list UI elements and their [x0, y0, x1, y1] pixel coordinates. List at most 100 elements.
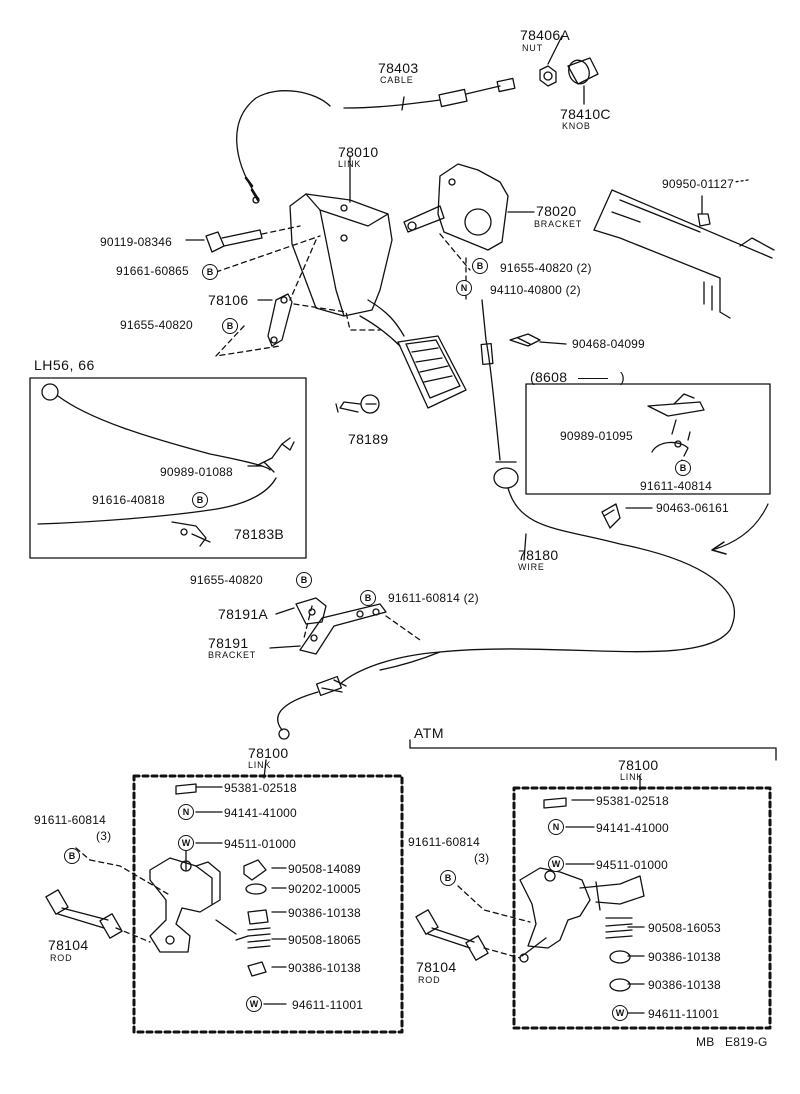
bracket-78191-drawing — [269, 597, 421, 655]
part-78020-label: 78020 — [536, 203, 577, 219]
part-90508-18065-left: 90508-18065 — [288, 933, 361, 947]
lh56-66-heading: LH56, 66 — [34, 357, 95, 373]
part-91611-60814-left: 91611-60814 — [34, 813, 107, 827]
bolt-b-symbol: B — [472, 258, 488, 274]
qty-right: (3) — [474, 851, 490, 865]
link-caption-right: LINK — [620, 772, 644, 782]
part-90386-right-1: 90386-10138 — [648, 950, 721, 964]
rod-caption-left: ROD — [50, 953, 73, 963]
part-90119-label: 90119-08346 — [100, 235, 173, 249]
part-78100-right-label: 78100 — [618, 757, 659, 773]
part-90202-left: 90202-10005 — [288, 882, 361, 896]
right-leaders — [565, 775, 645, 1014]
bolt-b-symbol: B — [64, 848, 80, 864]
part-78189-label: 78189 — [348, 431, 389, 447]
washer-w-symbol: W — [612, 1005, 628, 1021]
part-78106-label: 78106 — [208, 292, 249, 308]
washer-w-symbol: W — [548, 856, 564, 872]
washer-w-symbol: W — [178, 835, 194, 851]
knob-caption: KNOB — [562, 121, 591, 131]
part-78180-label: 78180 — [518, 547, 559, 563]
part-90386-left-1: 90386-10138 — [288, 906, 361, 920]
wire-78180-drawing — [277, 299, 736, 740]
clip-90463-drawing — [601, 503, 769, 555]
nut-knob-drawing — [539, 35, 599, 105]
heading-8608-rule — [578, 378, 608, 379]
atm-heading: ATM — [414, 725, 445, 741]
bolt-b-symbol: B — [202, 264, 218, 280]
part-91655-40820-label: 91655-40820 — [190, 573, 263, 587]
part-94611-right: 94611-11001 — [648, 1007, 720, 1021]
bolt-b-symbol: B — [222, 318, 238, 334]
nut-caption: NUT — [522, 43, 543, 53]
part-91611-60814-right: 91611-60814 — [408, 835, 481, 849]
part-8608-heading: (8608 — [530, 369, 568, 385]
part-90989-01095-label: 90989-01095 — [560, 429, 633, 443]
part-91661-label: 91661-60865 — [116, 264, 189, 278]
right-dashed-box — [512, 786, 772, 1030]
link-caption-top: LINK — [338, 159, 362, 169]
part-78183B-label: 78183B — [234, 526, 285, 542]
bracket-caption: BRACKET — [208, 650, 257, 660]
part-8608-heading-end: ) — [620, 369, 625, 385]
nut-n-symbol: N — [178, 804, 194, 820]
part-78100-left-label: 78100 — [248, 745, 289, 761]
pedal-drawing — [397, 335, 467, 409]
atm-frame-drawing — [409, 739, 777, 761]
cable-78403-drawing — [236, 77, 516, 204]
link-78010-drawing — [289, 155, 405, 347]
nut-n-symbol: N — [548, 819, 564, 835]
part-95381-right: 95381-02518 — [596, 794, 669, 808]
part-91611-40814-label: 91611-40814 — [640, 479, 713, 493]
part-78410C-label: 78410C — [560, 106, 611, 122]
link-caption-left: LINK — [248, 760, 272, 770]
bolt-b-symbol: B — [192, 492, 208, 508]
bracket-78020-drawing — [403, 163, 535, 251]
arm-78106-drawing — [257, 293, 293, 347]
part-90468-label: 90468-04099 — [572, 337, 645, 351]
part-94511-right: 94511-01000 — [596, 858, 669, 872]
cable-caption: CABLE — [380, 75, 414, 85]
part-94110-label: 94110-40800 (2) — [490, 283, 581, 297]
washer-w-symbol: W — [246, 996, 262, 1012]
part-78403-label: 78403 — [378, 60, 419, 76]
rod-caption-right: ROD — [418, 975, 441, 985]
part-90989-01088-label: 90989-01088 — [160, 465, 233, 479]
part-94511-left: 94511-01000 — [224, 837, 297, 851]
part-91616-label: 91616-40818 — [92, 493, 165, 507]
rod-right-drawing — [415, 885, 531, 961]
left-leaders — [185, 759, 287, 1005]
box-lh56-drawing — [29, 377, 307, 559]
bolt-b-symbol: B — [675, 460, 691, 476]
part-90508-14089-left: 90508-14089 — [288, 862, 361, 876]
part-95381-left: 95381-02518 — [224, 781, 297, 795]
part-78406A-label: 78406A — [520, 27, 571, 43]
left-dashed-box — [132, 774, 404, 1034]
part-78191A-label: 78191A — [218, 606, 269, 622]
part-78104-right-label: 78104 — [416, 959, 457, 975]
part-91611-60814-2-label: 91611-60814 (2) — [388, 591, 479, 605]
bracket-caption-top: BRACKET — [534, 219, 583, 229]
rod-left-drawing — [45, 847, 169, 943]
part-90386-left-2: 90386-10138 — [288, 961, 361, 975]
clip-90468-drawing — [509, 333, 567, 347]
dashed-guides-top — [215, 233, 471, 357]
bolt-78189-drawing — [335, 394, 380, 414]
nut-n-symbol: N — [456, 280, 472, 296]
part-90508-16053-right: 90508-16053 — [648, 921, 721, 935]
qty-left: (3) — [96, 829, 112, 843]
body-panel-drawing — [593, 179, 775, 319]
part-90463-label: 90463-06161 — [656, 501, 729, 515]
left-assembly-drawing — [149, 783, 271, 977]
part-94611-left: 94611-11001 — [292, 998, 364, 1012]
part-90950-label: 90950-01127 — [662, 177, 735, 191]
bolt-b-symbol: B — [296, 572, 312, 588]
part-78191-label: 78191 — [208, 635, 249, 651]
bolt-b-symbol: B — [360, 590, 376, 606]
part-90386-right-2: 90386-10138 — [648, 978, 721, 992]
part-94141-left: 94141-41000 — [224, 806, 297, 820]
wire-caption: WIRE — [518, 562, 545, 572]
part-78104-left-label: 78104 — [48, 937, 89, 953]
